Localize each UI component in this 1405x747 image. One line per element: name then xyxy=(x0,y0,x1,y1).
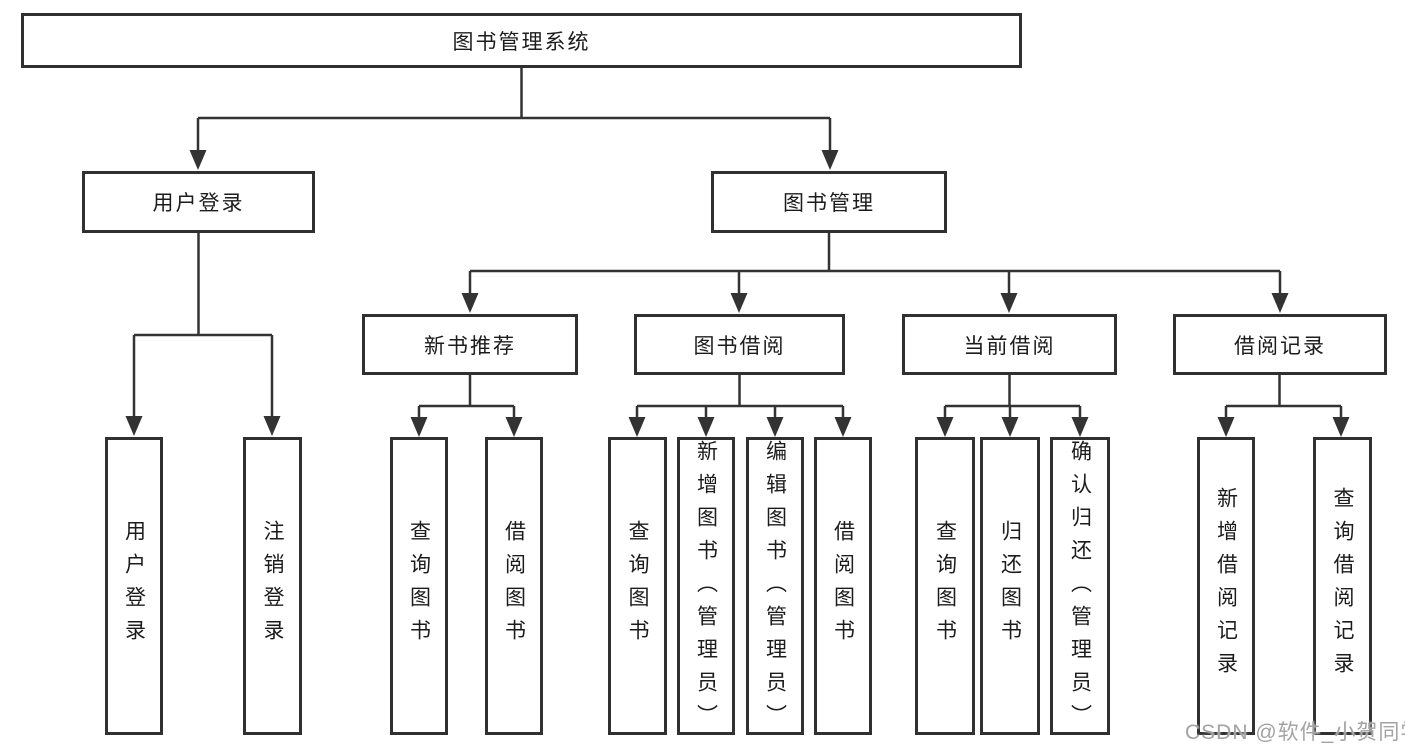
node-leaf-logout: 注销登录 xyxy=(243,437,302,735)
arrow-down-icon xyxy=(834,417,852,437)
node-label: 借阅图书 xyxy=(502,520,526,652)
node-current-borrowing: 当前借阅 xyxy=(902,314,1117,375)
arrowheads xyxy=(125,150,1350,437)
arrow-down-icon xyxy=(263,416,281,436)
node-leaf-borrow-books-1: 借阅图书 xyxy=(485,437,543,735)
arrow-down-icon xyxy=(1217,417,1235,437)
node-book-borrowing: 图书借阅 xyxy=(634,314,845,375)
node-label: 当前借阅 xyxy=(963,334,1056,358)
arrow-down-icon xyxy=(730,293,748,313)
node-leaf-borrow-books-2: 借阅图书 xyxy=(814,437,872,735)
connector-newbookrec-to-leaves xyxy=(417,375,516,419)
node-new-book-recommend: 新书推荐 xyxy=(362,314,578,375)
node-borrow-records: 借阅记录 xyxy=(1173,314,1387,375)
arrow-down-icon xyxy=(628,417,646,437)
node-label: 新书推荐 xyxy=(424,334,516,358)
arrow-down-icon xyxy=(505,417,523,437)
node-label: 确认归还（管理员） xyxy=(1068,440,1092,737)
node-label: 注销登录 xyxy=(261,520,284,652)
node-label: 新增图书（管理员） xyxy=(694,440,718,737)
arrow-down-icon xyxy=(697,417,715,437)
node-label: 编辑图书（管理员） xyxy=(763,440,787,737)
node-label: 图书管理 xyxy=(783,192,875,215)
arrow-down-icon xyxy=(1271,293,1289,313)
node-label: 新增借阅记录 xyxy=(1214,487,1238,685)
arrow-down-icon xyxy=(821,150,839,170)
node-leaf-user-login: 用户登录 xyxy=(105,437,163,735)
node-label: 查询图书 xyxy=(407,520,431,652)
connector-bookmgmt-to-level2 xyxy=(468,233,1282,294)
node-label: 用户登录 xyxy=(152,192,245,215)
arrow-down-icon xyxy=(189,150,207,170)
arrow-down-icon xyxy=(461,293,479,313)
node-label: 借阅图书 xyxy=(831,520,855,652)
node-label: 归还图书 xyxy=(998,520,1022,652)
node-label: 查询图书 xyxy=(626,520,649,652)
node-label: 借阅记录 xyxy=(1234,334,1326,358)
arrow-down-icon xyxy=(936,417,954,437)
connector-borrowrecord-to-leaves xyxy=(1224,375,1343,419)
node-leaf-query-books-2: 查询图书 xyxy=(608,437,667,735)
node-label: 图书借阅 xyxy=(693,334,786,358)
node-leaf-edit-books-admin: 编辑图书（管理员） xyxy=(746,437,804,737)
arrow-down-icon xyxy=(1071,417,1089,437)
connector-paths xyxy=(132,68,1343,419)
node-leaf-return-books: 归还图书 xyxy=(980,437,1040,735)
node-leaf-add-borrow-record: 新增借阅记录 xyxy=(1197,437,1255,735)
node-leaf-add-books-admin: 新增图书（管理员） xyxy=(677,437,735,737)
node-user-login-branch: 用户登录 xyxy=(82,171,315,233)
node-label: 查询借阅记录 xyxy=(1331,487,1354,685)
node-leaf-confirm-return-admin: 确认归还（管理员） xyxy=(1050,437,1110,737)
node-label: 用户登录 xyxy=(122,520,146,652)
connector-currentborrow-to-leaves xyxy=(943,375,1082,419)
arrow-down-icon xyxy=(1332,417,1350,437)
connector-root-to-level1 xyxy=(196,68,832,151)
csdn-watermark: CSDN @软件_小贺同学 xyxy=(1185,721,1405,744)
arrow-down-icon xyxy=(1001,417,1019,437)
node-label: 查询图书 xyxy=(933,520,957,652)
arrow-down-icon xyxy=(410,417,428,437)
node-leaf-query-books-3: 查询图书 xyxy=(915,437,975,735)
node-root-label: 图书管理系统 xyxy=(452,30,591,54)
arrow-down-icon xyxy=(125,416,143,436)
connector-userlogin-to-leaves xyxy=(132,233,274,417)
node-leaf-query-books-1: 查询图书 xyxy=(390,437,448,735)
connector-bookborrow-to-leaves xyxy=(635,375,845,419)
arrow-down-icon xyxy=(1000,293,1018,313)
node-book-management-branch: 图书管理 xyxy=(711,171,947,233)
node-root: 图书管理系统 xyxy=(21,13,1022,68)
arrow-down-icon xyxy=(766,417,784,437)
node-leaf-query-borrow-record: 查询借阅记录 xyxy=(1313,437,1372,735)
